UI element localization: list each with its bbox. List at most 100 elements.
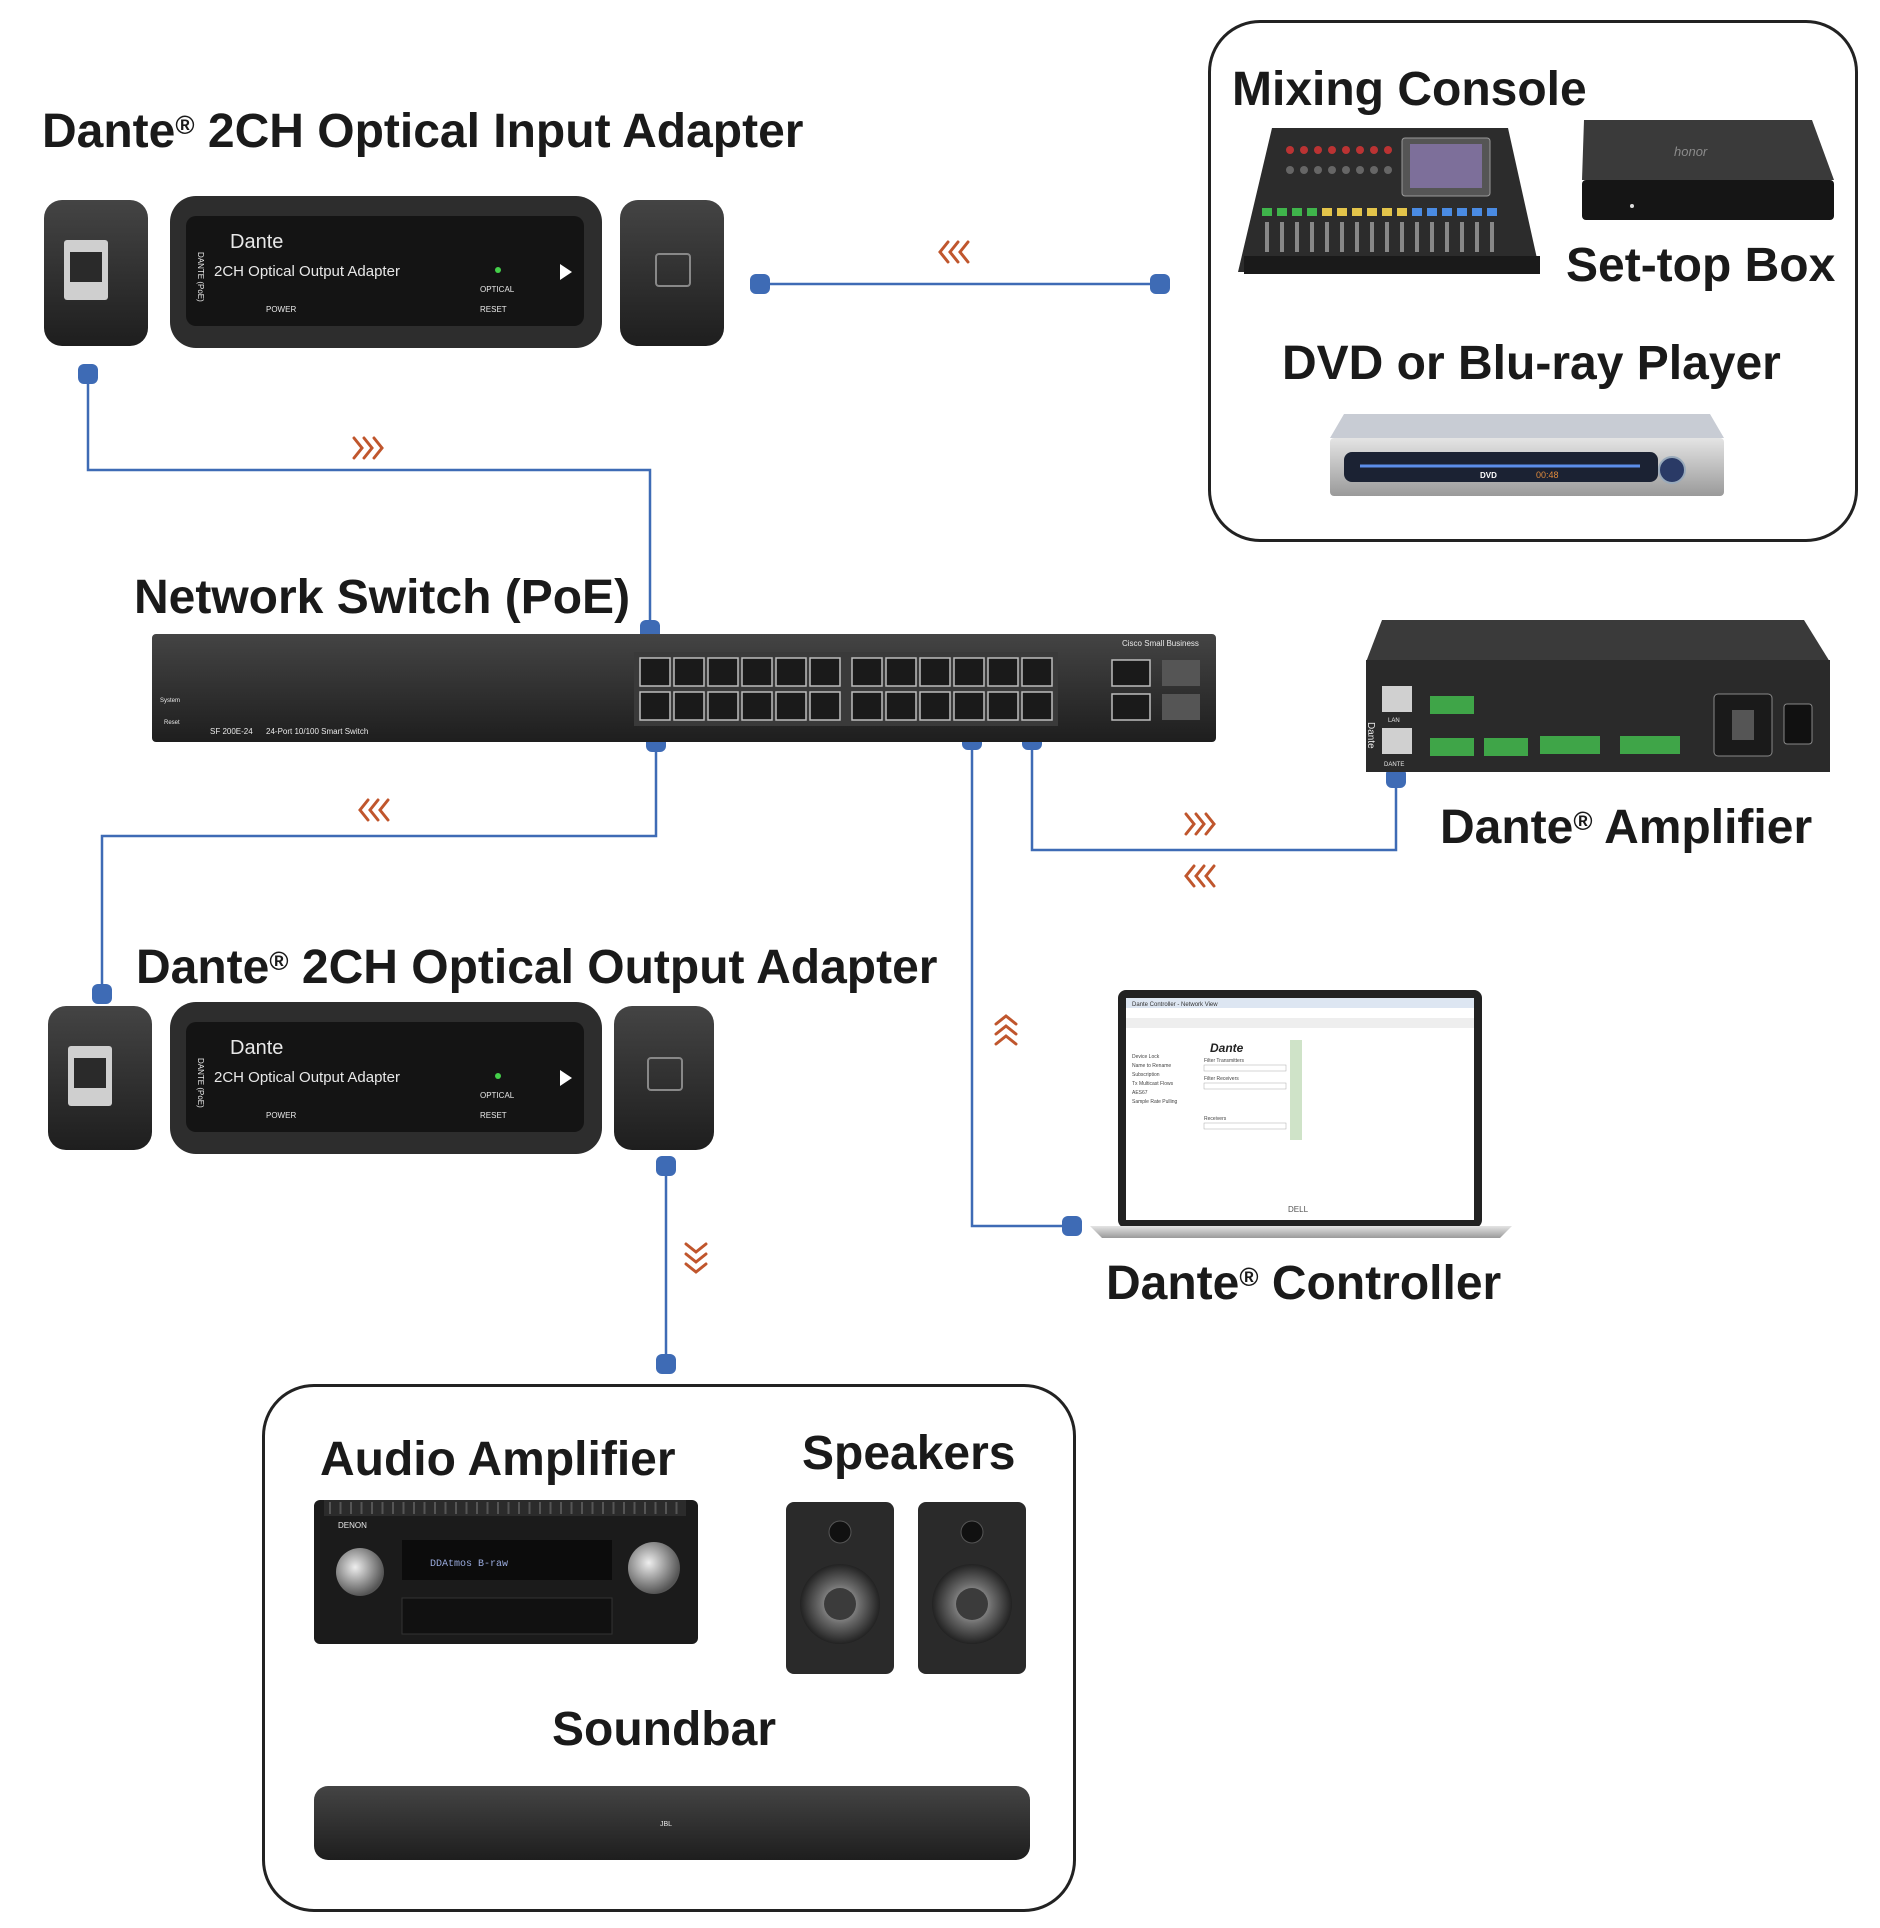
switch-port [707,691,739,721]
input-knob-icon [628,1542,680,1594]
wire-switch-to-amplifier [1030,740,1398,852]
input-adapter-device: Dante 2CH Optical Output Adapter DANTE (… [44,196,724,348]
adapter-side-text: DANTE (PoE) [196,1058,205,1108]
av-brand: DENON [338,1521,367,1530]
console-knob [1314,146,1322,154]
uplink-port [1111,693,1151,721]
laptop-tree-item: Subscription [1132,1072,1160,1078]
console-knob [1370,166,1378,174]
laptop-window-title: Dante Controller - Network View [1132,1002,1218,1008]
adapter-power-label: POWER [266,1111,296,1120]
laptop-tree-item: Name to Rename [1132,1063,1171,1069]
arrow-left-icon [938,240,970,264]
adapter-brand: Dante [230,1037,283,1059]
fader-strip [1277,208,1287,216]
adapter-reset-label: RESET [480,1111,507,1120]
switch-port [673,657,705,687]
soundbar-brand: JBL [660,1821,672,1828]
adapter-optical-label: OPTICAL [480,285,515,294]
mixing-console-device [1238,128,1540,274]
fader [1460,222,1464,252]
uplink-port [1111,659,1151,687]
terminal-block [1430,696,1474,714]
speakers-heading: Speakers [802,1427,1016,1480]
dvd-player-heading: DVD or Blu-ray Player [1282,337,1781,390]
switch-port [1021,691,1053,721]
laptop-grid-column [1290,1040,1302,1140]
amp-lan-label: LAN [1388,718,1400,724]
terminal-block [1620,736,1680,754]
adapter-brand: Dante [230,231,283,253]
optical-led [495,267,501,273]
console-knob [1342,146,1350,154]
fader-strip [1322,208,1332,216]
optical-module [614,1006,714,1150]
laptop-grid-field [1203,1122,1287,1130]
console-knob [1342,166,1350,174]
switch-port [775,657,807,687]
lan-port-icon [1382,686,1412,712]
power-switch [1783,703,1813,745]
fader-strip [1427,208,1437,216]
node [1150,274,1170,294]
node [656,1354,676,1374]
fader [1400,222,1404,252]
fader [1265,222,1269,252]
console-knob [1384,146,1392,154]
volume-knob-icon [336,1548,384,1596]
dante-controller-heading: Dante® Controller [1106,1257,1502,1310]
connection-wires [86,282,1398,1364]
switch-description: 24-Port 10/100 Smart Switch [266,727,368,736]
console-knob [1328,146,1336,154]
mixing-console-heading: Mixing Console [1232,63,1587,116]
adapter-power-label: POWER [266,305,296,314]
fader [1385,222,1389,252]
dvd-brand: DVD [1480,471,1497,480]
switch-port [673,691,705,721]
fader [1370,222,1374,252]
dante-amplifier-heading: Dante® Amplifier [1440,801,1813,854]
switch-port [741,691,773,721]
laptop-tree-item: AES67 [1132,1090,1148,1096]
switch-port [953,691,985,721]
wire-switch-to-output-adapter [100,742,658,994]
play-icon [560,264,572,280]
fader [1355,222,1359,252]
dvd-display: 00:48 [1536,470,1559,480]
dante-port-icon [1382,728,1412,754]
console-knob [1286,166,1294,174]
terminal-block [1430,738,1474,756]
laptop-dante-logo: Dante [1210,1041,1244,1055]
fader-strip [1352,208,1362,216]
optical-led [495,1073,501,1079]
arrow-left-icon [1184,864,1216,888]
dvd-player-device: DVD 00:48 [1330,414,1724,496]
network-switch-device: Cisco Small Business SF 200E-24 24-Port … [152,634,1216,742]
fader-strip [1367,208,1377,216]
fader-strip [1292,208,1302,216]
switch-reset-label: Reset [164,720,180,726]
arrow-left-icon [358,798,390,822]
adapter-model: 2CH Optical Output Adapter [214,1069,400,1086]
switch-port [809,657,841,687]
amp-vents [329,1502,678,1514]
switch-port [707,657,739,687]
laptop-grid-label: Filter Transmitters [1204,1058,1245,1064]
soundbar-device: JBL [314,1786,1030,1860]
switch-port [885,691,917,721]
switch-port [639,657,671,687]
node [78,364,98,384]
switch-port [1021,657,1053,687]
optical-module [620,200,724,346]
fader-strip [1472,208,1482,216]
output-adapter-device: Dante 2CH Optical Output Adapter DANTE (… [48,1002,714,1154]
speakers-device [786,1502,1026,1674]
input-adapter-heading: Dante® 2CH Optical Input Adapter [42,105,804,158]
fader [1475,222,1479,252]
node [92,984,112,1004]
fader-strip [1307,208,1317,216]
console-faders [1262,146,1497,252]
console-knob [1286,146,1294,154]
fader-strip [1412,208,1422,216]
amp-dante-label: DANTE [1384,762,1404,768]
